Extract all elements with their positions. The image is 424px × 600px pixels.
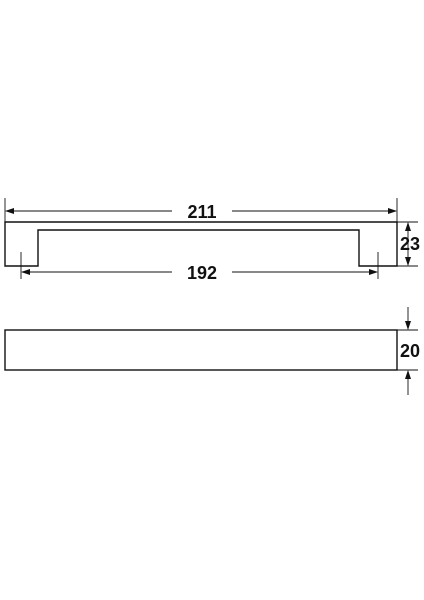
arrow-down-icon — [405, 257, 411, 266]
depth-label: 20 — [400, 341, 420, 361]
arrow-right-icon — [369, 269, 378, 275]
depth-dimension: 20 — [397, 307, 420, 395]
arrow-left-icon — [5, 208, 14, 214]
handle-top-view — [4, 221, 398, 267]
arrow-up-icon — [405, 222, 411, 231]
hole-spacing-dimension: 192 — [20, 252, 379, 283]
overall-length-dimension: 211 — [4, 198, 398, 222]
handle-side-outline — [4, 329, 398, 371]
arrow-down-icon — [405, 321, 411, 330]
handle-profile-outline — [4, 221, 398, 267]
handle-side-view — [4, 329, 398, 371]
arrow-left-icon — [21, 269, 30, 275]
overall-length-label: 211 — [187, 202, 216, 222]
arrow-right-icon — [388, 208, 397, 214]
height-label: 23 — [400, 234, 420, 254]
height-dimension: 23 — [397, 221, 420, 267]
hole-spacing-label: 192 — [187, 263, 217, 283]
arrow-up-icon — [405, 370, 411, 379]
